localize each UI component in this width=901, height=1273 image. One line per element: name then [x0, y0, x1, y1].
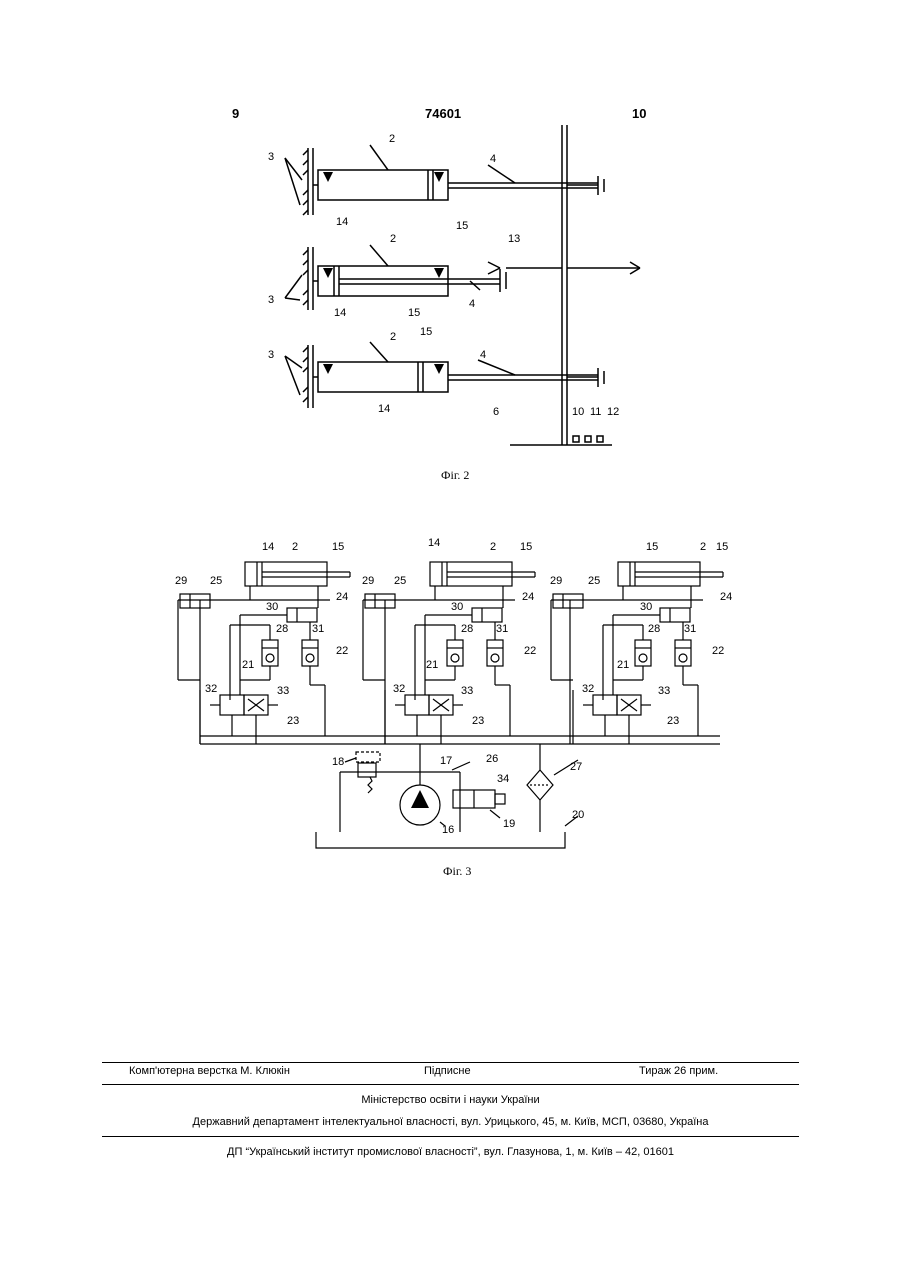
wall-plate-bottom	[303, 345, 313, 408]
fig3-label-21: 21	[242, 659, 254, 671]
fig3-label-15c: 15	[646, 541, 658, 553]
fig3-label-32c: 32	[582, 683, 594, 695]
fig3-label-14: 14	[262, 541, 274, 553]
fig3-label-25b: 25	[394, 575, 406, 587]
fig3-label-33b: 33	[461, 685, 473, 697]
fig3-label-14b: 14	[428, 537, 440, 549]
fig3-label-32: 32	[205, 683, 217, 695]
label-2c: 2	[390, 331, 396, 343]
fig3-label-25c: 25	[588, 575, 600, 587]
fig3-label-33c: 33	[658, 685, 670, 697]
fig3-label-29: 29	[175, 575, 187, 587]
fig3-label-31: 31	[312, 623, 324, 635]
label-15c: 15	[420, 326, 432, 338]
label-6: 6	[493, 406, 499, 418]
label-3b: 3	[268, 294, 274, 306]
fig3-label-23c: 23	[667, 715, 679, 727]
fig3-label-2b: 2	[490, 541, 496, 553]
fig3-label-18: 18	[332, 756, 344, 768]
label-15: 15	[456, 220, 468, 232]
figure-3-caption: Фіг. 3	[443, 864, 471, 879]
fig3-label-24: 24	[336, 591, 348, 603]
fig3-label-26: 26	[486, 753, 498, 765]
fig3-label-24c: 24	[720, 591, 732, 603]
label-2b: 2	[390, 233, 396, 245]
label-15b: 15	[408, 307, 420, 319]
fig3-label-31b: 31	[496, 623, 508, 635]
figure-2-caption: Фіг. 2	[441, 468, 469, 483]
fig3-label-19: 19	[503, 818, 515, 830]
label-3: 3	[268, 151, 274, 163]
fig3-label-24b: 24	[522, 591, 534, 603]
subscription-note: Підписне	[424, 1065, 471, 1077]
fig3-label-27: 27	[570, 761, 582, 773]
ministry-line: Міністерство освіти і науки України	[102, 1094, 799, 1106]
fig3-label-30b: 30	[451, 601, 463, 613]
fig3-label-29c: 29	[550, 575, 562, 587]
label-14: 14	[336, 216, 348, 228]
fig3-label-21b: 21	[426, 659, 438, 671]
institute-line: ДП “Український інститут промислової вла…	[102, 1146, 799, 1158]
wall-plate-mid	[303, 247, 313, 310]
fig3-label-22: 22	[336, 645, 348, 657]
fig3-label-2: 2	[292, 541, 298, 553]
label-4b: 4	[469, 298, 475, 310]
fig3-label-15b: 15	[520, 541, 532, 553]
fig3-label-28c: 28	[648, 623, 660, 635]
label-4c: 4	[480, 349, 486, 361]
label-14b: 14	[334, 307, 346, 319]
footer-rule-bottom	[102, 1136, 799, 1137]
fig3-label-32b: 32	[393, 683, 405, 695]
label-2: 2	[389, 133, 395, 145]
fig3-label-31c: 31	[684, 623, 696, 635]
fig3-label-33: 33	[277, 685, 289, 697]
fig3-label-34: 34	[497, 773, 509, 785]
footer-rule-top	[102, 1062, 799, 1063]
label-12: 12	[607, 406, 619, 418]
label-11: 11	[590, 406, 601, 418]
fig3-label-2c: 2	[700, 541, 706, 553]
figure-2-diagram: 2 3 4 14 15 2 13 3 14 15 4 2 15 3 4 14 6…	[0, 0, 901, 470]
figure-3-diagram: 14 2 15 14 2 15 15 2 15 29 25 30 24 28 3…	[0, 520, 901, 850]
label-14c: 14	[378, 403, 390, 415]
label-4: 4	[490, 153, 496, 165]
fig3-label-23: 23	[287, 715, 299, 727]
fig3-label-30c: 30	[640, 601, 652, 613]
fig3-label-28b: 28	[461, 623, 473, 635]
footer-rule-middle	[102, 1084, 799, 1085]
label-3c: 3	[268, 349, 274, 361]
typesetting-credit: Комп'ютерна верстка М. Клюкін	[129, 1065, 290, 1077]
fig3-label-25: 25	[210, 575, 222, 587]
fig3-label-21c: 21	[617, 659, 629, 671]
wall-plate-top	[303, 148, 313, 215]
fig3-label-15: 15	[332, 541, 344, 553]
fig3-label-20: 20	[572, 809, 584, 821]
fig3-label-22c: 22	[712, 645, 724, 657]
fig3-label-22b: 22	[524, 645, 536, 657]
fig3-label-17: 17	[440, 755, 452, 767]
circulation-note: Тираж 26 прим.	[639, 1065, 718, 1077]
fig3-label-16: 16	[442, 824, 454, 836]
fig3-label-23b: 23	[472, 715, 484, 727]
label-13: 13	[508, 233, 520, 245]
department-line: Державний департамент інтелектуальної вл…	[102, 1116, 799, 1128]
label-10: 10	[572, 406, 584, 418]
fig3-label-30: 30	[266, 601, 278, 613]
fig3-label-15d: 15	[716, 541, 728, 553]
fig3-label-28: 28	[276, 623, 288, 635]
fig3-label-29b: 29	[362, 575, 374, 587]
